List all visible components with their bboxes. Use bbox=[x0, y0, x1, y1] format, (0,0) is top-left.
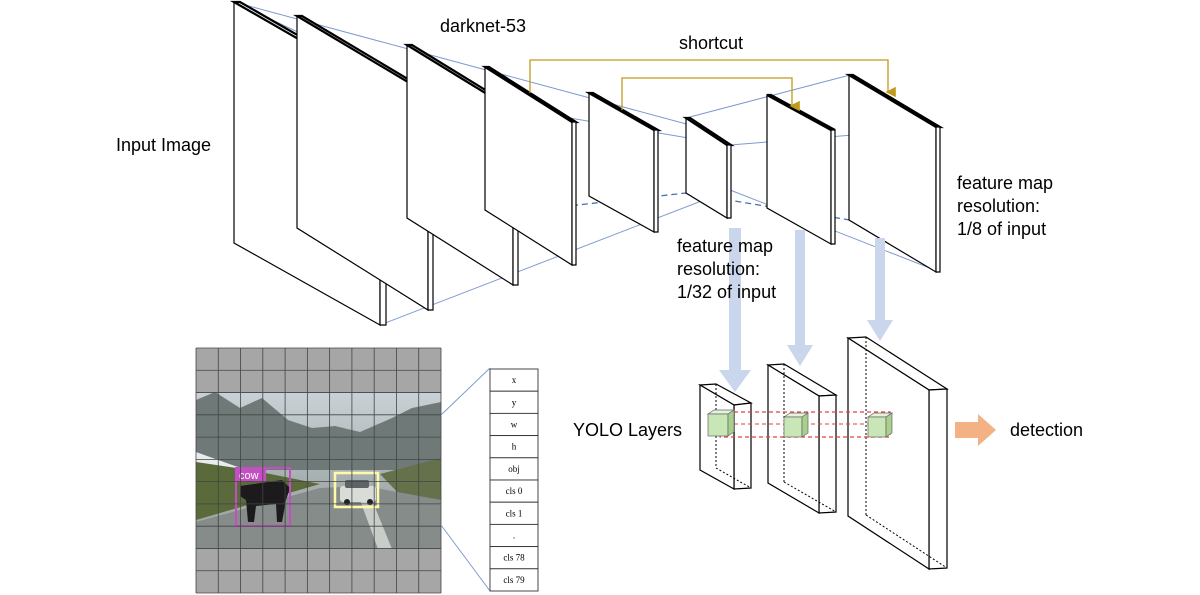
vector-cell-label: h bbox=[512, 442, 517, 452]
darknet-label: darknet-53 bbox=[440, 16, 526, 36]
vector-cell-label: . bbox=[513, 531, 515, 541]
prediction-vector: x y w h obj cls 0 cls 1. cls 78 cls 79 bbox=[489, 368, 539, 592]
grid-cell-2 bbox=[782, 412, 810, 438]
yolo-box-3 bbox=[846, 336, 949, 571]
down-arrows bbox=[719, 228, 893, 392]
detection-arrow bbox=[955, 414, 996, 446]
cow-label: cow bbox=[239, 470, 259, 482]
vector-cell-label: cls 79 bbox=[503, 575, 525, 585]
svg-text:feature map: feature map bbox=[677, 236, 773, 256]
vector-cell-label: y bbox=[512, 397, 517, 407]
grid-cell-3 bbox=[866, 412, 894, 438]
vector-cell-label: cls 78 bbox=[503, 553, 525, 563]
slab-2 bbox=[293, 14, 437, 312]
vector-cell-label: obj bbox=[508, 464, 520, 474]
slab-6 bbox=[682, 116, 735, 220]
shortcut-connections bbox=[529, 59, 896, 112]
yolo-box-2 bbox=[766, 363, 838, 515]
car-bounding-box bbox=[333, 471, 380, 509]
cow bbox=[240, 480, 290, 522]
svg-text:resolution:: resolution: bbox=[677, 259, 760, 279]
vector-cell-label: x bbox=[512, 375, 517, 385]
svg-text:1/8 of input: 1/8 of input bbox=[957, 219, 1046, 239]
svg-text:resolution:: resolution: bbox=[957, 196, 1040, 216]
yolo-layers bbox=[698, 336, 949, 571]
vector-cell-label: cls 1 bbox=[506, 508, 523, 518]
projection-lines bbox=[440, 367, 491, 592]
yolo-layers-label: YOLO Layers bbox=[573, 420, 682, 440]
image-grid bbox=[195, 347, 442, 594]
slab-5 bbox=[584, 91, 663, 234]
example-image: cow bbox=[195, 347, 442, 594]
feature-map-1-8-note: feature map resolution: 1/8 of input bbox=[957, 173, 1053, 239]
mountains bbox=[196, 392, 441, 470]
slab-7 bbox=[766, 93, 836, 246]
svg-text:1/32 of input: 1/32 of input bbox=[677, 282, 776, 302]
slab-8 bbox=[845, 73, 944, 274]
down-arrow-3 bbox=[867, 238, 893, 341]
vector-cell bbox=[489, 568, 539, 592]
darknet-layers bbox=[229, 0, 944, 327]
svg-text:feature map: feature map bbox=[957, 173, 1053, 193]
vector-cell-label: w bbox=[511, 420, 518, 430]
feature-map-1-32-note: feature map resolution: 1/32 of input bbox=[677, 236, 776, 302]
shortcut-label: shortcut bbox=[679, 33, 743, 53]
down-arrow-2 bbox=[787, 230, 813, 366]
slab-4 bbox=[481, 65, 580, 267]
input-image-label: Input Image bbox=[116, 135, 211, 155]
down-arrow-1 bbox=[719, 228, 751, 392]
detection-label: detection bbox=[1010, 420, 1083, 440]
vector-cell-label: cls 0 bbox=[506, 486, 523, 496]
grid-cell-1 bbox=[706, 409, 736, 437]
